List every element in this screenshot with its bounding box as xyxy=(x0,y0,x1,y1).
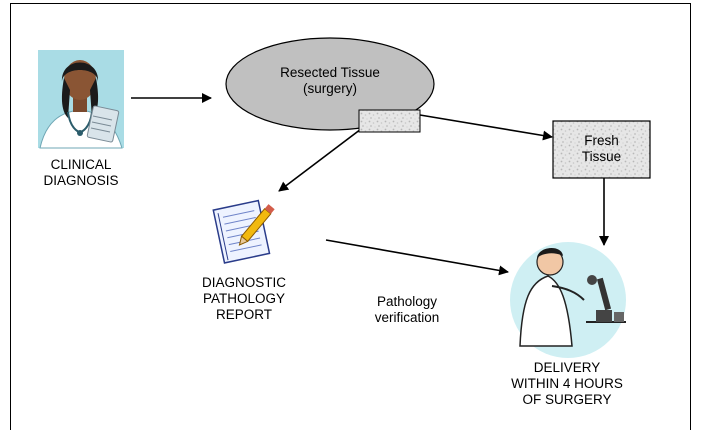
delivery-line-1: DELIVERY xyxy=(533,360,601,375)
clinical-diagnosis-label: CLINICAL DIAGNOSIS xyxy=(32,157,130,189)
pathology-verification-line-1: Pathology xyxy=(376,294,438,309)
clinical-diagnosis-line-2: DIAGNOSIS xyxy=(43,173,119,188)
fresh-tissue-box xyxy=(552,120,651,179)
resected-tissue-label: Resected Tissue (surgery) xyxy=(270,65,390,97)
fresh-tissue-line-1: Fresh xyxy=(584,133,619,148)
delivery-label: DELIVERY WITHIN 4 HOURS OF SURGERY xyxy=(502,360,632,408)
pathology-verification-label: Pathology verification xyxy=(352,294,462,326)
fresh-tissue-line-2: Tissue xyxy=(581,149,622,164)
diagram-frame xyxy=(10,3,691,430)
pathology-report-line-1: DIAGNOSTIC xyxy=(201,275,286,290)
pathology-verification-line-2: verification xyxy=(374,310,440,325)
clinical-diagnosis-line-1: CLINICAL xyxy=(50,157,112,172)
pathology-report-label: DIAGNOSTIC PATHOLOGY REPORT xyxy=(190,275,298,323)
delivery-line-2: WITHIN 4 HOURS xyxy=(511,376,623,391)
delivery-line-3: OF SURGERY xyxy=(522,392,612,407)
notepad-with-pencil-icon xyxy=(212,199,275,264)
arrow-report-to-delivery xyxy=(325,239,509,276)
pathology-report-line-3: REPORT xyxy=(215,307,272,322)
arrows xyxy=(131,93,609,276)
fresh-tissue-label: Fresh Tissue xyxy=(553,133,650,165)
arrow-tissue-to-fresh xyxy=(419,114,553,141)
resected-tissue-ellipse xyxy=(225,37,435,131)
doctor-with-clipboard-icon xyxy=(38,50,124,149)
pathology-report-line-2: PATHOLOGY xyxy=(202,291,285,306)
tissue-sample-box xyxy=(358,109,421,133)
resected-tissue-line-1: Resected Tissue xyxy=(280,65,380,80)
arrow-tissue-to-report xyxy=(278,125,366,192)
scientist-with-microscope-icon xyxy=(510,242,626,358)
resected-tissue-line-2: (surgery) xyxy=(302,81,357,96)
